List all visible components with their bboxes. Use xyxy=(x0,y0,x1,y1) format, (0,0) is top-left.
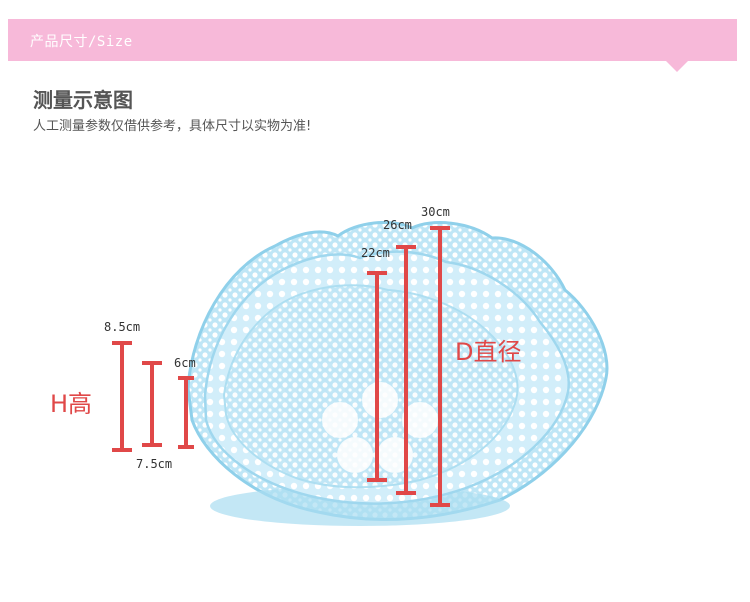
diameter-bar-large xyxy=(430,226,450,507)
banner-title: 产品尺寸/Size xyxy=(30,34,133,50)
diameter-value-small: 22cm xyxy=(361,246,390,260)
banner-notch xyxy=(666,61,688,72)
diameter-value-medium: 26cm xyxy=(383,218,412,232)
section-banner xyxy=(8,19,737,61)
height-value-medium: 7.5cm xyxy=(136,457,173,471)
diameter-bar-medium xyxy=(396,245,416,495)
section-heading: 测量示意图 xyxy=(33,88,133,112)
height-value-small: 6cm xyxy=(174,356,196,370)
diameter-value-large: 30cm xyxy=(421,205,450,219)
height-bar-medium xyxy=(142,361,162,447)
height-bar-small xyxy=(178,376,194,449)
height-bar-large xyxy=(112,341,132,452)
diameter-label: D直径 xyxy=(455,338,522,366)
basket-small xyxy=(222,284,519,489)
height-label: H高 xyxy=(50,390,93,418)
height-value-large: 8.5cm xyxy=(104,320,141,334)
diameter-bar-small xyxy=(367,271,387,482)
section-note: 人工测量参数仅借供参考，具体尺寸以实物为准! xyxy=(33,119,312,134)
